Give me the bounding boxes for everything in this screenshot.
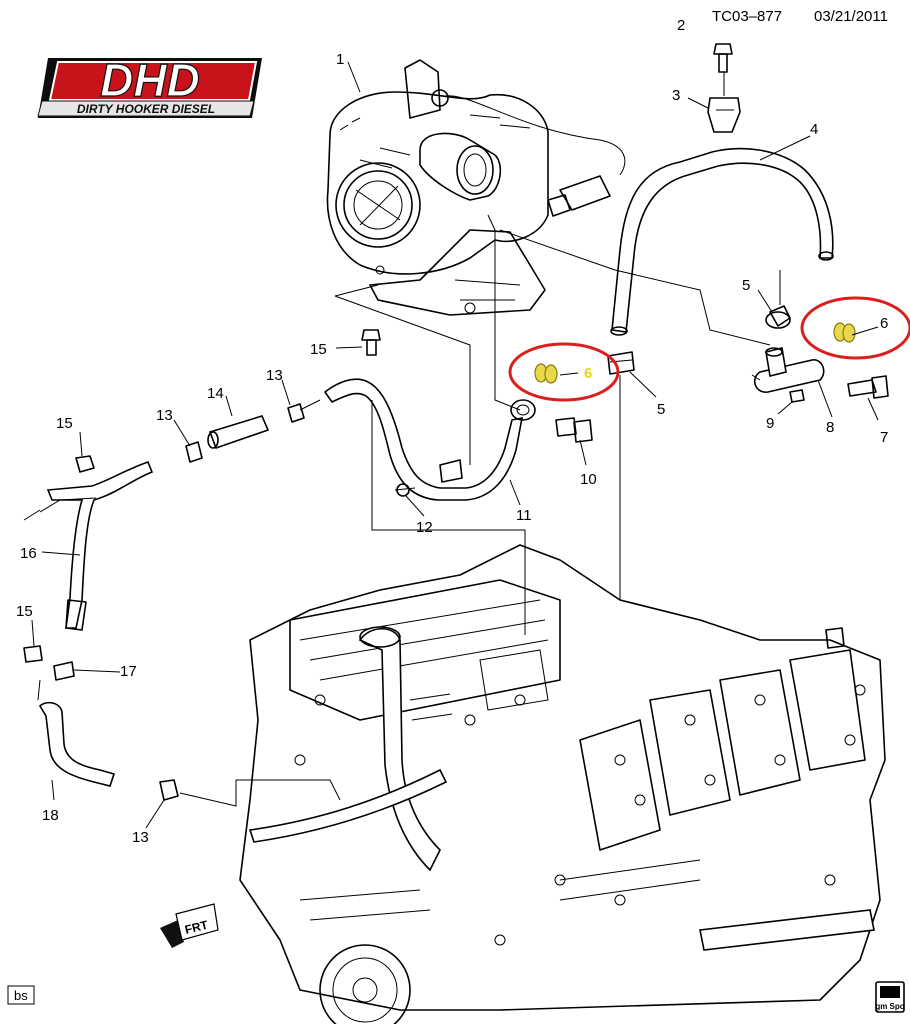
logo-main-text: DHD (100, 54, 200, 106)
callout-3: 3 (672, 87, 680, 104)
callout-2: 2 (677, 17, 685, 34)
leader-lines (31, 61, 879, 829)
washer-6-right (833, 322, 856, 343)
callout-13-b: 13 (156, 407, 173, 424)
callout-5-right: 5 (742, 277, 750, 294)
gm-spo-text: gm Spo (875, 1002, 904, 1011)
bracket-3 (707, 97, 741, 133)
fitting-8 (753, 347, 825, 393)
bolt-15-lower (23, 645, 43, 663)
bolt-15-left (75, 455, 95, 473)
callout-16: 16 (20, 545, 37, 562)
callout-9: 9 (766, 415, 774, 432)
callout-1: 1 (336, 51, 344, 68)
front-direction-arrow: FRT (160, 903, 219, 948)
callout-6-left: 6 (584, 365, 592, 382)
footer-left-label: bs (14, 988, 28, 1003)
hose-14 (207, 415, 270, 450)
coolant-tube-11 (323, 378, 536, 501)
callout-13-a: 13 (266, 367, 283, 384)
callout-17: 17 (120, 663, 137, 680)
callout-12: 12 (416, 519, 433, 536)
callout-4: 4 (810, 121, 818, 138)
callout-11: 11 (516, 507, 532, 524)
hose-18 (38, 701, 116, 787)
callout-15-left: 15 (56, 415, 73, 432)
clamp-13-c (159, 779, 179, 801)
callout-5-center: 5 (657, 401, 665, 418)
bolt-15-top (361, 329, 381, 356)
highlight-ring-left (508, 342, 620, 402)
clamp-5-right (765, 305, 791, 329)
callout-8: 8 (826, 419, 834, 436)
washer-6-left (534, 363, 558, 384)
callout-7: 7 (880, 429, 888, 446)
tube-16 (39, 460, 154, 631)
engine-block (239, 544, 886, 1024)
callout-13-c: 13 (132, 829, 149, 846)
bolt-7 (847, 375, 889, 399)
dhd-logo: DHD DIRTY HOOKER DIESEL (37, 53, 262, 118)
clamp-17 (53, 661, 75, 681)
diagram-date: 03/21/2011 (814, 8, 888, 25)
bolt-10 (555, 417, 593, 443)
clamp-5-center (607, 351, 635, 375)
front-label: FRT (183, 918, 210, 937)
coolant-hose-4 (610, 147, 834, 336)
bolt-2 (713, 43, 733, 73)
turbocharger (326, 59, 626, 316)
callout-6-right: 6 (880, 315, 888, 332)
gm-spo-badge: gm Spo (875, 981, 905, 1013)
callout-18: 18 (42, 807, 59, 824)
callout-15-top: 15 (310, 341, 327, 358)
logo-sub-text: DIRTY HOOKER DIESEL (77, 102, 215, 116)
bolt-9 (789, 389, 805, 403)
clamp-13-b (185, 441, 203, 463)
diagram-code: TC03–877 (712, 8, 782, 25)
highlight-ring-right (800, 296, 910, 360)
callout-15-lower: 15 (16, 603, 33, 620)
callout-10: 10 (580, 471, 597, 488)
alignment-lines (23, 214, 781, 807)
callout-14: 14 (207, 385, 224, 402)
clamp-13-a (287, 403, 305, 423)
footer-left-box (7, 985, 35, 1005)
